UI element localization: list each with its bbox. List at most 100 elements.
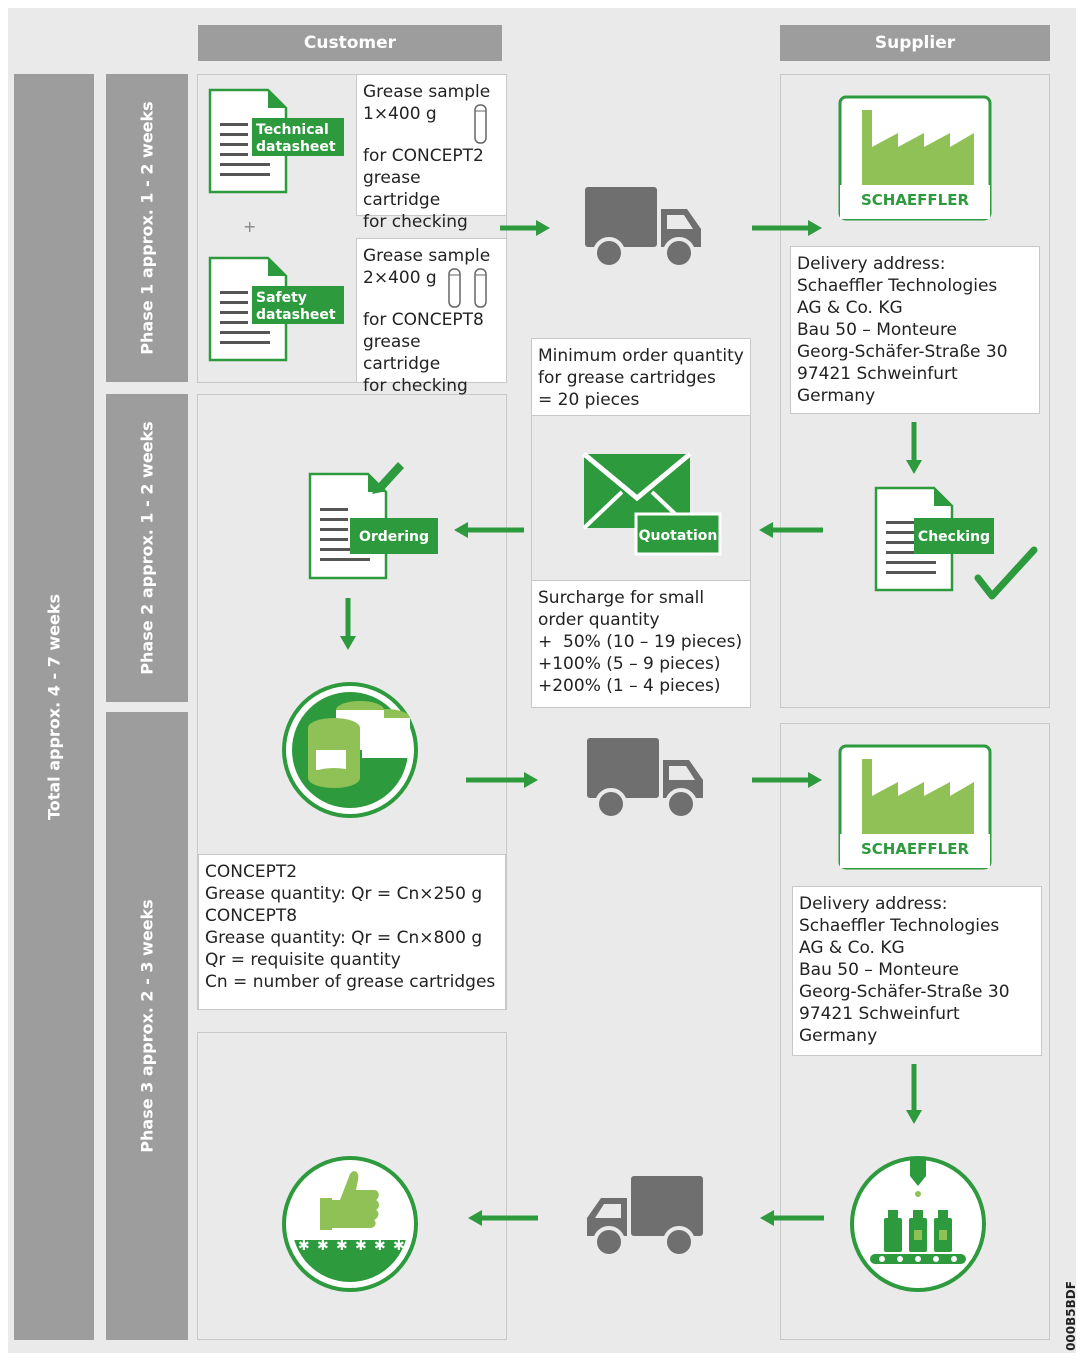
total-duration-bar: Total approx. 4 - 7 weeks	[14, 74, 94, 1340]
grease-sample-2-title: Grease sample	[363, 246, 491, 266]
plus-sign: +	[243, 217, 257, 236]
supplier-top-panel	[780, 74, 1050, 708]
grease-sample-2-line2: grease cartridge	[363, 332, 441, 374]
safety-label-2: datasheet	[256, 307, 336, 323]
svg-text:✱: ✱	[317, 1238, 329, 1254]
arrow-left-icon	[468, 1210, 538, 1226]
concept-line: Grease quantity: Qr = Cn×800 g	[205, 928, 483, 948]
svg-text:✱: ✱	[393, 1238, 405, 1254]
minimum-order-box: Minimum order quantity for grease cartri…	[531, 338, 751, 416]
schaeffler-factory-icon: SCHAEFFLER	[838, 95, 992, 221]
checking-label: Checking	[918, 529, 990, 545]
truck-icon	[585, 187, 701, 269]
quotation-envelope-icon: Quotation	[582, 452, 722, 556]
surcharge-line: Surcharge for small	[538, 588, 705, 608]
arrow-left-icon	[760, 1210, 824, 1226]
arrow-right-icon	[466, 772, 538, 788]
delivery-line: Georg-Schäfer-Straße 30	[799, 982, 1010, 1002]
grease-sample-2-qty: 2×400 g	[363, 268, 437, 288]
safety-datasheet-icon: Safety datasheet	[208, 256, 344, 362]
arrow-down-icon	[906, 422, 922, 474]
truck-icon	[587, 738, 703, 820]
delivery-line: 97421 Schweinfurt	[799, 1004, 960, 1024]
grease-sample-1-line3: for checking	[363, 212, 468, 232]
arrow-left-icon	[759, 522, 823, 538]
truck-icon	[587, 1176, 703, 1258]
surcharge-line: +200% (1 – 4 pieces)	[538, 676, 721, 696]
filling-production-icon	[850, 1156, 986, 1292]
ordering-label: Ordering	[359, 529, 429, 545]
cartridge-icon	[448, 268, 461, 308]
grease-sample-1-title: Grease sample	[363, 82, 491, 102]
minimum-order-line: for grease cartridges	[538, 368, 716, 388]
thumbs-up-satisfaction-icon: ✱ ✱ ✱ ✱ ✱ ✱	[282, 1156, 418, 1292]
technical-label-1: Technical	[256, 122, 329, 138]
phase2-bar: Phase 2 approx. 1 - 2 weeks	[106, 394, 188, 702]
arrow-left-icon	[454, 522, 524, 538]
surcharge-box: Surcharge for small order quantity + 50%…	[531, 580, 751, 708]
technical-label-2: datasheet	[256, 139, 336, 155]
phase1-label: Phase 1 approx. 1 - 2 weeks	[137, 101, 157, 355]
technical-datasheet-icon: Technical datasheet	[208, 88, 344, 194]
phase1-bar: Phase 1 approx. 1 - 2 weeks	[106, 74, 188, 382]
delivery-line: Delivery address:	[799, 894, 948, 914]
minimum-order-line: Minimum order quantity	[538, 346, 744, 366]
svg-text:✱: ✱	[336, 1238, 348, 1254]
image-code: 000B5BDF	[1064, 1281, 1078, 1351]
arrow-down-icon	[340, 598, 356, 650]
checking-document-icon: Checking	[874, 486, 1038, 600]
cartridge-icon	[474, 268, 487, 308]
arrow-right-icon	[752, 772, 822, 788]
total-duration-label: Total approx. 4 - 7 weeks	[44, 593, 64, 821]
delivery-address-box: Delivery address: Schaeffler Technologie…	[790, 246, 1040, 414]
factory-label: SCHAEFFLER	[861, 191, 970, 209]
surcharge-line: +100% (5 – 9 pieces)	[538, 654, 721, 674]
grease-sample-2-line1: for CONCEPT8	[363, 310, 484, 330]
schaeffler-factory-icon: SCHAEFFLER	[838, 744, 992, 870]
grease-sample-1-box: Grease sample 1×400 g for CONCEPT2 greas…	[356, 74, 507, 232]
phase3-label: Phase 3 approx. 2 - 3 weeks	[137, 899, 157, 1153]
grease-sample-1-line1: for CONCEPT2	[363, 146, 484, 166]
delivery-line: AG & Co. KG	[799, 938, 905, 958]
supplier-bottom-panel	[780, 723, 1050, 1340]
quotation-label: Quotation	[639, 528, 718, 544]
concept-line: Cn = number of grease cartridges	[205, 972, 496, 992]
grease-quantity-box: CONCEPT2 Grease quantity: Qr = Cn×250 g …	[198, 854, 506, 1010]
delivery-line: Georg-Schäfer-Straße 30	[797, 342, 1008, 362]
arrow-right-icon	[752, 220, 822, 236]
phase2-label: Phase 2 approx. 1 - 2 weeks	[137, 421, 157, 675]
delivery-line: Bau 50 – Monteure	[799, 960, 960, 980]
ordering-document-icon: Ordering	[308, 462, 438, 580]
concept-line: Grease quantity: Qr = Cn×250 g	[205, 884, 483, 904]
delivery-line: AG & Co. KG	[797, 298, 903, 318]
grease-cartridges-icon	[282, 682, 418, 818]
delivery-line: Germany	[799, 1026, 878, 1046]
delivery-line: Bau 50 – Monteure	[797, 320, 958, 340]
factory-label: SCHAEFFLER	[861, 840, 970, 858]
grease-sample-2-box: Grease sample 2×400 g for CONCEPT8 greas…	[356, 238, 507, 396]
delivery-line: Delivery address:	[797, 254, 946, 274]
delivery-line: Germany	[797, 386, 876, 406]
svg-text:✱: ✱	[355, 1238, 367, 1254]
customer-header: Customer	[198, 25, 502, 61]
arrow-right-icon	[500, 220, 550, 236]
grease-sample-2-line3: for checking	[363, 376, 468, 396]
surcharge-line: + 50% (10 – 19 pieces)	[538, 632, 743, 652]
customer-final-panel	[197, 1032, 507, 1340]
cartridge-icon	[474, 104, 487, 144]
concept-line: CONCEPT2	[205, 862, 298, 882]
delivery-line: Schaeffler Technologies	[799, 916, 1000, 936]
supplier-header: Supplier	[780, 25, 1050, 61]
concept-line: CONCEPT8	[205, 906, 298, 926]
delivery-line: Schaeffler Technologies	[797, 276, 998, 296]
quotation-area	[531, 416, 751, 580]
svg-text:✱: ✱	[374, 1238, 386, 1254]
arrow-down-icon	[906, 1064, 922, 1124]
phase3-bar: Phase 3 approx. 2 - 3 weeks	[106, 712, 188, 1340]
minimum-order-line: = 20 pieces	[538, 390, 640, 410]
concept-line: Qr = requisite quantity	[205, 950, 401, 970]
svg-text:✱: ✱	[298, 1238, 310, 1254]
surcharge-line: order quantity	[538, 610, 660, 630]
delivery-address-box: Delivery address: Schaeffler Technologie…	[792, 886, 1042, 1056]
delivery-line: 97421 Schweinfurt	[797, 364, 958, 384]
